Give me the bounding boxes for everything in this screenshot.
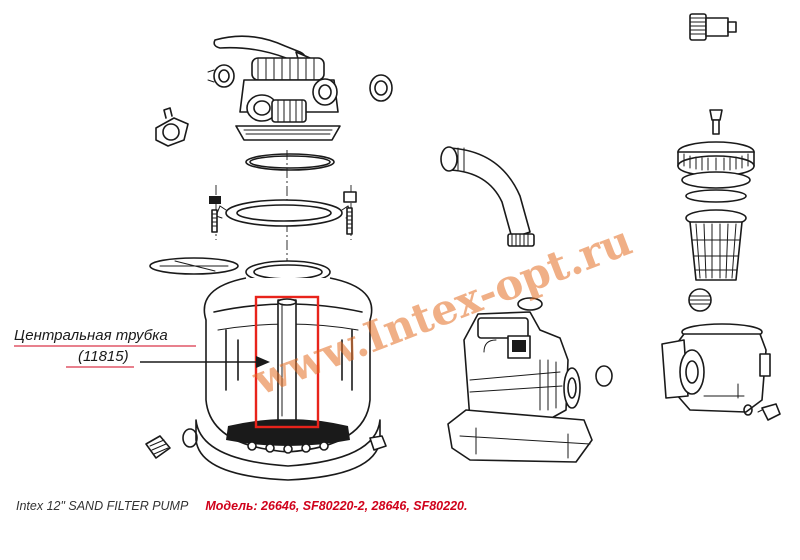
drain-o-ring-icon [182, 428, 198, 448]
filter-clamp [215, 199, 353, 227]
strainer-lid [681, 171, 751, 189]
diagram-caption: Intex 12" SAND FILTER PUMP Модель: 26646… [16, 499, 467, 513]
prefilter-assembly [661, 13, 781, 421]
central-tube [277, 298, 297, 421]
model-numbers: Модель: 26646, SF80220-2, 28646, SF80220… [205, 499, 468, 513]
strainer-lock-ring [677, 141, 755, 177]
strainer-gasket [685, 189, 747, 203]
callout-label-code: (11815) [78, 348, 129, 365]
drain-plug-o-ring-icon [743, 404, 753, 416]
hose-connector-top-icon [689, 13, 737, 41]
strainer-basket [685, 209, 747, 281]
drain-plug-icon [757, 403, 781, 421]
motor-o-ring-icon [517, 297, 543, 311]
callout-arrow-head-icon [256, 356, 270, 368]
strainer-lid-knob-icon [709, 109, 723, 135]
pressure-gauge-icon [155, 107, 189, 147]
clamp-bolt-left-icon [209, 196, 221, 233]
valve-o-ring-right-icon [369, 74, 393, 102]
hose-elbow [440, 146, 535, 247]
clamp-bolt-right-icon [343, 191, 357, 235]
drain-cap-icon [145, 435, 171, 459]
product-name: Intex 12" SAND FILTER PUMP [16, 499, 188, 513]
multiport-valve [235, 57, 341, 141]
callout-label-name: Центральная трубка [14, 327, 168, 344]
valve-o-ring [245, 153, 335, 171]
central-tube-callout: Центральная трубка (11815) [14, 327, 270, 368]
strainer-nut-icon [688, 288, 712, 312]
pump-outlet-o-ring-icon [595, 365, 613, 387]
tank-lid-plate [149, 257, 239, 275]
sand-filter-assembly [145, 35, 393, 481]
pump-housing [661, 323, 771, 413]
pump-motor [447, 297, 613, 463]
valve-side-plug-icon [207, 64, 235, 88]
